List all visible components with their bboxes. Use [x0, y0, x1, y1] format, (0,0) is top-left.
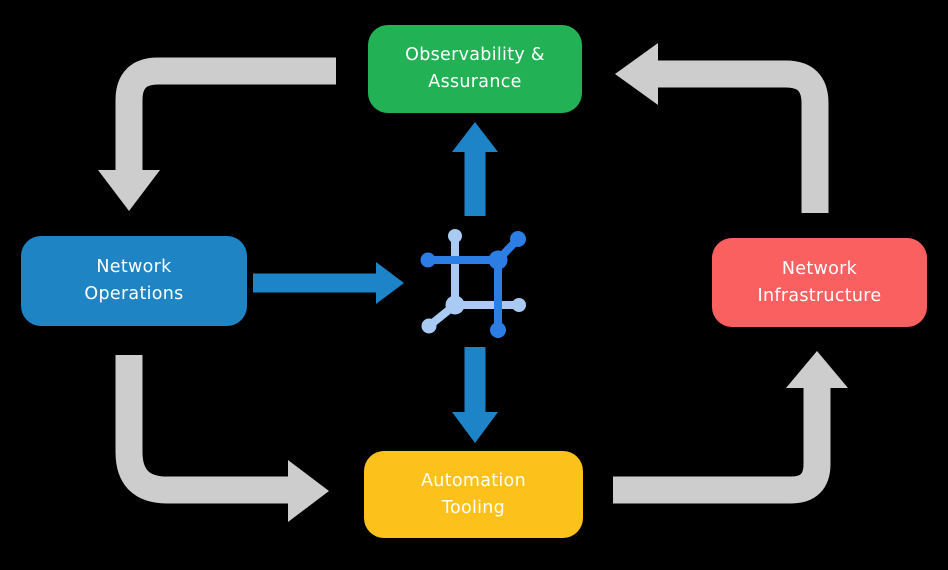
arrow-center-to-automation [452, 347, 498, 443]
node-label-line: Network [96, 257, 172, 277]
arrow-operations-to-automation [115, 355, 329, 522]
arrow-operations-to-center [253, 262, 404, 304]
node-automation-tooling: Automation Tooling [364, 451, 583, 538]
node-label-line: Automation [421, 470, 526, 491]
hub-icon-light-parts [421, 229, 526, 334]
arrow-automation-to-infrastructure [613, 351, 848, 504]
node-label-line: Observability & [405, 45, 545, 65]
node-network-infrastructure: Network Infrastructure [712, 238, 927, 327]
node-network-operations: Network Operations [21, 236, 247, 326]
node-label-line: Operations [84, 284, 184, 304]
node-label-line: Tooling [441, 497, 506, 518]
hub-icon-dark-parts [420, 231, 526, 338]
node-label-line: Assurance [428, 72, 522, 92]
node-label-line: Infrastructure [757, 285, 882, 306]
node-observability-assurance: Observability & Assurance [368, 25, 582, 113]
arrow-infrastructure-to-observability [615, 43, 829, 213]
network-automation-hub-icon [420, 229, 526, 338]
node-label-line: Network [781, 258, 858, 279]
arrow-observability-to-operations [98, 57, 336, 211]
arrow-center-to-observability [452, 122, 498, 216]
